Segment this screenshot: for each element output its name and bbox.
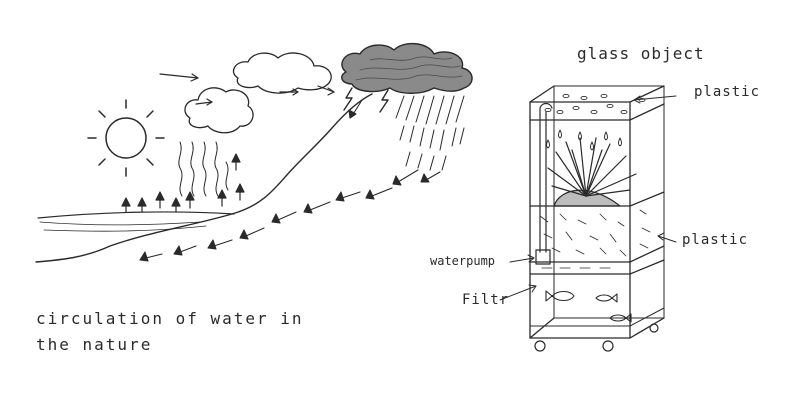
evaporation-icon — [178, 141, 229, 197]
filter-layer — [529, 259, 665, 275]
aquarium-title: glass object — [577, 44, 705, 63]
aquarium-diagram — [499, 85, 677, 352]
rain-icon — [395, 95, 465, 171]
filter-label: Filtr — [462, 292, 510, 308]
wind-arrow-icon — [159, 73, 335, 106]
top-plastic-label: plastic — [694, 84, 761, 100]
label-pointer — [499, 95, 677, 301]
caption-line-1: circulation of water in — [36, 309, 304, 328]
small-cloud-icon — [184, 87, 254, 134]
fish-icon — [545, 290, 632, 323]
caption-line-2: the nature — [36, 335, 153, 354]
up-arrow-icon — [121, 153, 245, 213]
middle-plastic-label: plastic — [682, 232, 749, 248]
plant-icon — [547, 137, 637, 207]
middle-plastic-layer — [529, 191, 665, 263]
water-cycle-caption: circulation of water in the nature — [36, 306, 304, 358]
wheel-icon — [534, 323, 659, 352]
sun-icon — [87, 99, 165, 177]
runoff-arrow-icon — [139, 99, 441, 262]
storm-cloud-icon — [341, 43, 473, 94]
pump-tube — [539, 107, 547, 253]
top-plastic-layer — [529, 103, 665, 121]
mountain-slope — [35, 93, 373, 263]
water-cycle-diagram — [35, 43, 473, 263]
lightning-icon — [379, 89, 389, 113]
waterpump-icon — [535, 249, 551, 265]
lightning-icon — [343, 87, 353, 111]
waterpump-label: waterpump — [430, 254, 496, 268]
sea-water — [37, 211, 235, 232]
middle-cloud-icon — [232, 52, 332, 94]
